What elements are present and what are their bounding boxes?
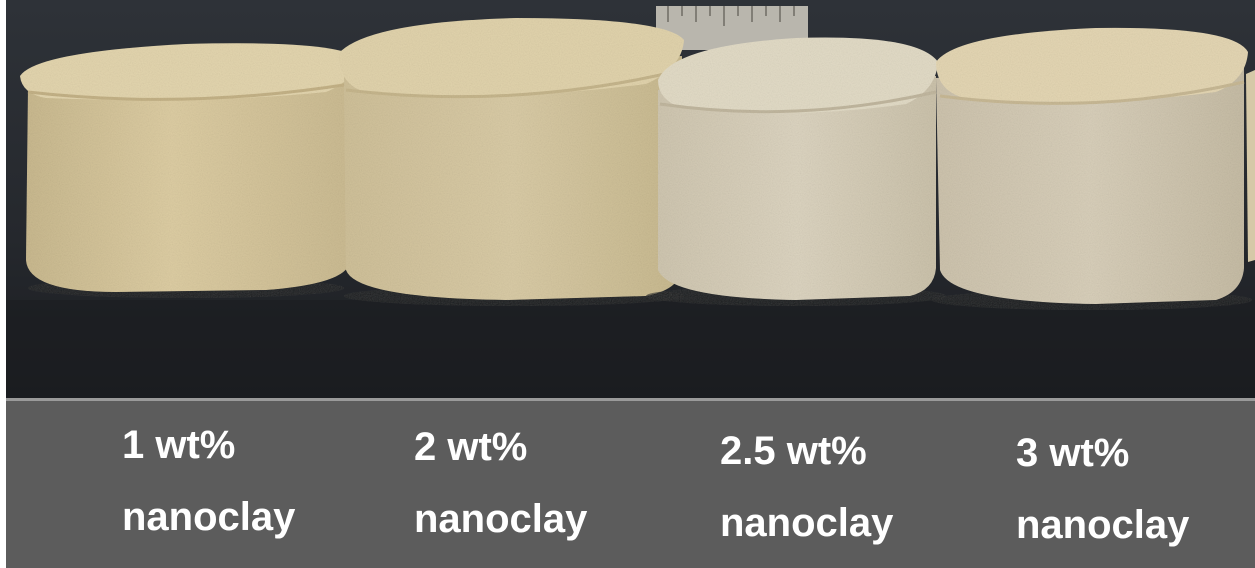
- sample-1-cylinder: [20, 43, 358, 298]
- sample-2-cylinder: [338, 18, 684, 306]
- sample-1-concentration: 1 wt%: [122, 423, 236, 467]
- sample-2-material: nanoclay: [414, 497, 588, 541]
- sample-4-cylinder: [932, 27, 1252, 310]
- sample-4-concentration: 3 wt%: [1016, 431, 1130, 475]
- sample-3-material: nanoclay: [720, 501, 894, 545]
- sample-2-label: 2 wt% nanoclay: [414, 411, 587, 555]
- divider-line: [6, 398, 1255, 401]
- sample-3-label: 2.5 wt% nanoclay: [720, 415, 893, 559]
- sample-1-material: nanoclay: [122, 495, 296, 539]
- partial-sample-cylinder: [1246, 70, 1255, 262]
- sample-1-label: 1 wt% nanoclay: [122, 409, 295, 553]
- sample-2-concentration: 2 wt%: [414, 425, 528, 469]
- sample-4-material: nanoclay: [1016, 503, 1190, 547]
- sample-4-label: 3 wt% nanoclay: [1016, 417, 1189, 561]
- sample-3-cylinder: [646, 37, 946, 306]
- sample-3-concentration: 2.5 wt%: [720, 429, 867, 473]
- caption-bar: 1 wt% nanoclay 2 wt% nanoclay 2.5 wt% na…: [6, 401, 1255, 568]
- sample-photo: [6, 0, 1255, 398]
